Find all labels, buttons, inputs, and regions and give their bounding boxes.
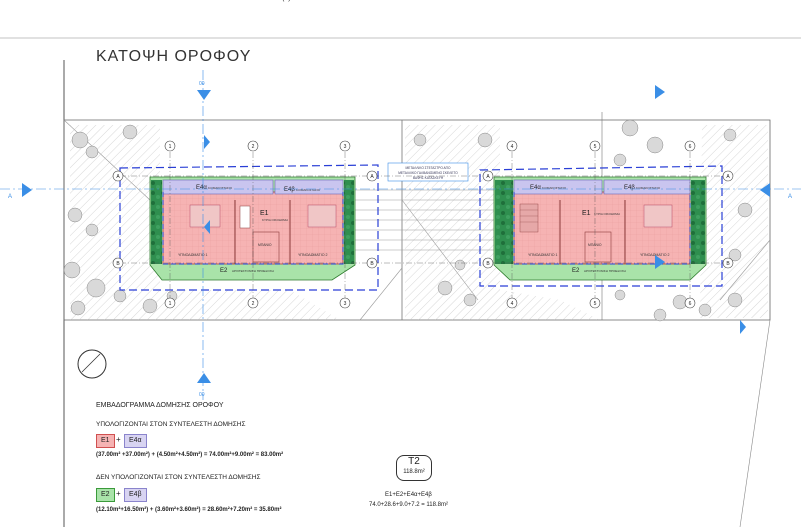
left-e4a-note: ΚΛΙΜΑΚΟΣΤΑΣΙΟ [208,186,233,190]
grid-col-label: 6 [689,301,692,307]
grid-row-label: B [486,261,490,267]
legend-tag-e1: E1 [96,434,115,448]
section-mark-label: 00 [199,81,205,87]
grid-col-label: 5 [594,144,597,150]
grid-col-label: 1 [169,301,172,307]
grid-col-label: 2 [252,144,255,150]
left-house [149,176,356,281]
legend-tag-e4a: E4α [124,434,147,448]
left-bedroom1-label: ΥΠΝΟΔΩΜΑΤΙΟ 1 [178,253,208,257]
grid-col-label: 3 [344,144,347,150]
left-bathroom-label: ΜΠΑΝΙΟ [258,243,272,247]
grid-col-label: 6 [689,144,692,150]
grid-row-label: A [116,174,120,180]
grid-row-label: B [116,261,120,267]
section-arrow [740,320,746,334]
section-mark-label: 00 [199,392,205,398]
right-bedroom1-label: ΥΠΝΟΔΩΜΑΤΙΟ 1 [528,253,558,257]
right-e4a-note: ΚΛΙΜΑΚΟΣΤΑΣΙΟ [542,186,567,190]
total-formula-line1: E1+E2+E4α+E4β [385,492,432,498]
section-arrow [655,85,665,99]
left-e2-label: E2 [220,268,228,274]
section-arrow-left [22,183,32,197]
north-arrow-icon [77,349,107,379]
site-edge-line [739,319,771,527]
left-e4b-stair [274,179,344,195]
pergola-note-line: ΜΕΤΑΛΛΙΚΟ ΣΤΕΓΑΣΤΡΟ ΑΠΟ [406,166,451,170]
total-badge-value: 118.8m² [403,469,425,475]
section-mark-label: A [8,194,12,200]
legend-plus: + [116,435,121,444]
right-bush-left [495,180,513,264]
right-bedroom2-label: ΥΠΝΟΔΩΜΑΤΙΟ 2 [640,253,670,257]
grid-col-label: 2 [252,301,255,307]
grid-row-label: B [726,261,730,267]
pergola-note-line: ΒΑΦΗΣ ΚΑΤΑΣΚΕΥΗ [413,176,444,180]
grid-col-label: 5 [594,301,597,307]
grid-col-label: 4 [511,144,514,150]
section-arrow [655,255,665,269]
grid-col-label: 4 [511,301,514,307]
right-e1-label: E1 [582,210,591,217]
trees [63,119,753,322]
total-badge-label: T2 [408,456,420,467]
left-e4b-label: E4β [284,187,295,193]
grid-row-label: A [726,174,730,180]
left-e4b-note: ΚΛΙΜΑΚΟΣΤΑΣΙΟ [296,188,321,192]
roof-outline-right [479,165,723,287]
section-arrow [204,135,210,149]
paving-far-right [700,125,768,318]
total-area-badge: T2 118.8m² [396,455,432,481]
left-e4a-stair [162,179,274,195]
right-e4a-stair [513,179,603,195]
legend-not-counted-heading: ΔΕΝ ΥΠΟΛΟΓΙΖΟΝΤΑΙ ΣΤΟΝ ΣΥΝΤΕΛΕΣΤΗ ΔΟΜΗΣΗ… [96,474,261,481]
left-bush-right [344,180,354,264]
pergola-note-box [387,162,469,182]
right-house [493,176,707,281]
left-bedroom2-label: ΥΠΝΟΔΩΜΑΤΙΟ 2 [298,253,328,257]
paving-left [70,125,340,320]
pergola-note-line: ΜΕΤΑΛΛΙΚΟ ΓΑΛΒΑΝΙΣΜΕΝΟ ΣΚΕΛΕΤΟ [398,171,458,175]
left-bush-left [151,180,162,264]
legend-tag-e2: E2 [96,488,115,502]
left-e1-note: ΚΥΡΙΑ ΟΙΚΟΔΟΜΗ [262,218,288,222]
left-e1-label: E1 [260,210,269,217]
legend-heading: ΕΜΒΑΔΟΓΡΑΜΜΑ ΔΟΜΗΣΗΣ ΟΡΟΦΟΥ [96,402,224,409]
section-arrow [204,220,210,234]
right-e2-note: ΑΡΧΙΤΕΚΤΟΝΙΚΗ ΠΡΟΕΞΟΧΗ [584,269,626,273]
pergola-slats [350,189,500,251]
roof-outline-left [119,164,379,291]
right-e1-note: ΚΥΡΙΑ ΟΙΚΟΔΟΜΗ [594,212,620,216]
site-diagonal [359,267,403,321]
section-arrow-top [197,90,211,100]
grid-col-label: 1 [169,144,172,150]
right-e4b-note: ΚΛΙΜΑΚΟΣΤΑΣΙΟ [636,186,661,190]
grid-row-label: B [370,261,374,267]
legend-counted-formula: (37.00m² +37.00m²) + (4.50m²+4.50m²) = 7… [96,452,284,458]
grid-row-label: A [486,174,490,180]
total-formula-line2: 74.0+28.6+9.0+7.2 = 118.8m² [369,502,448,508]
grid-row-label: A [370,174,374,180]
right-e4b-label: E4β [624,185,635,191]
legend-counted-heading: ΥΠΟΛΟΓΙΖΟΝΤΑΙ ΣΤΟΝ ΣΥΝΤΕΛΕΣΤΗ ΔΟΜΗΣΗΣ [96,421,246,428]
section-arrow-bottom [197,373,211,383]
right-e2-label: E2 [572,268,580,274]
legend-not-counted-formula: (12.10m²+16.50m²) + (3.60m²+3.60m²) = 28… [96,507,282,513]
legend-tag-e4b: E4β [124,488,147,502]
left-e4a-label: E4α [196,185,207,191]
section-mark-label: A [788,194,792,200]
grid-col-label: 3 [344,301,347,307]
right-e4a-label: E4α [530,185,541,191]
right-bush-right [691,180,705,264]
section-arrow-right [760,183,770,197]
legend-plus: + [116,489,121,498]
header-mark: (..) [282,0,291,2]
page-title: ΚΑΤΟΨΗ ΟΡΟΦΟΥ [96,48,252,65]
